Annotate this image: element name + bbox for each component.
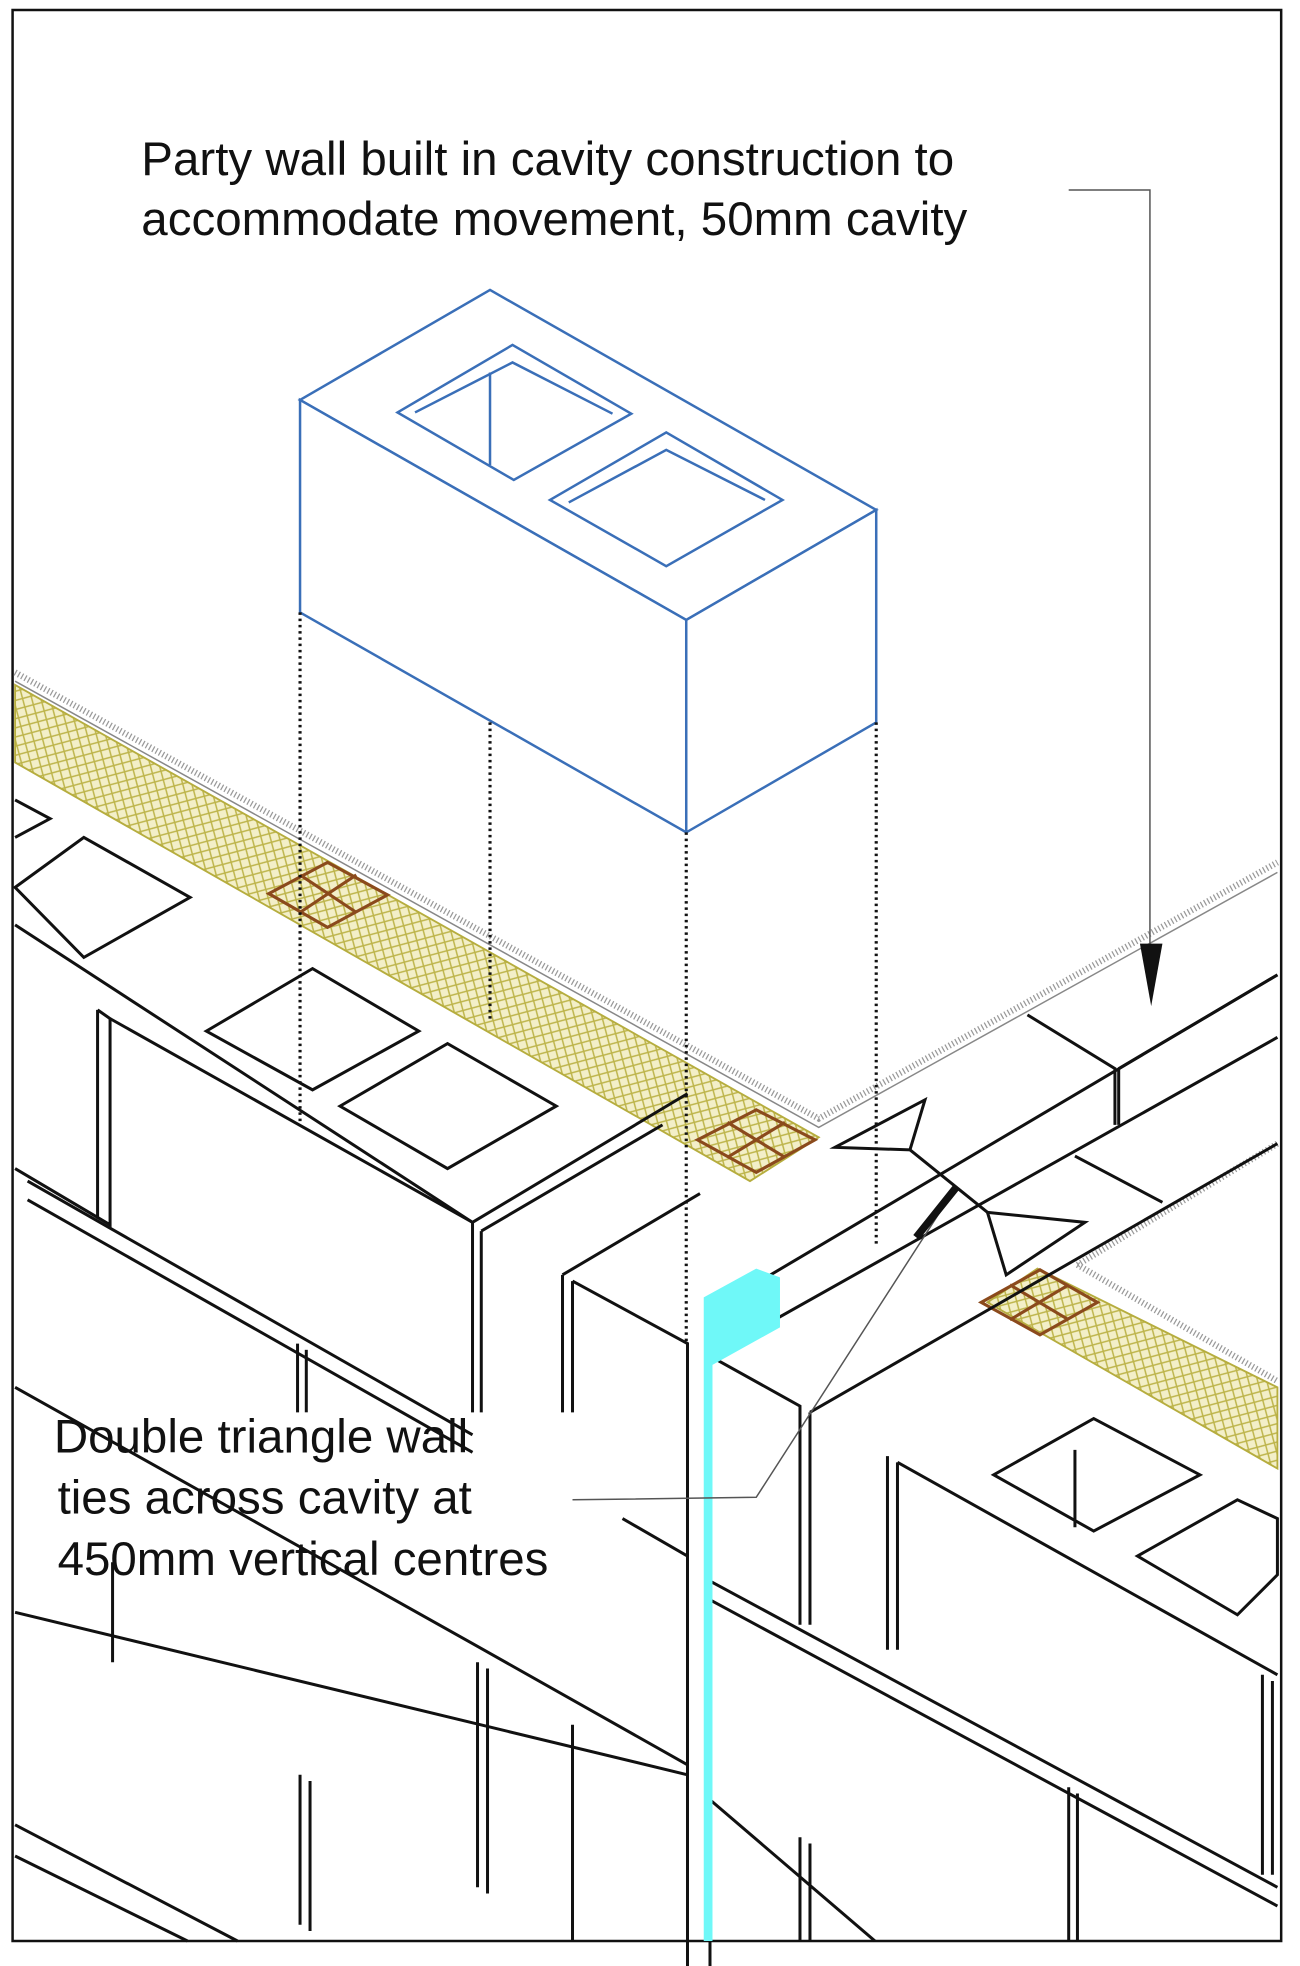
left-insulation — [13, 669, 1279, 1183]
frame-border — [11, 8, 1283, 1943]
blockwork-walls — [12, 798, 1279, 1966]
double-triangle-wall-tie — [829, 1096, 1090, 1278]
arrow-down-icon — [1139, 943, 1163, 1007]
cavity-strip — [703, 1268, 780, 1942]
tie-cross-markers — [265, 860, 1101, 1337]
wall-ties-label-line3: 450mm vertical centres — [58, 1533, 549, 1586]
wall-ties-label-line1: Double triangle wall — [54, 1410, 468, 1463]
party-wall-leader — [1068, 189, 1163, 1007]
alignment-dotted-lines — [298, 612, 878, 1344]
wall-tie-leader — [572, 1185, 960, 1501]
concrete-block — [297, 288, 879, 835]
party-wall-label-line1: Party wall built in cavity construction … — [141, 133, 954, 186]
arrow-up-icon — [913, 1185, 960, 1240]
party-wall-label-line2: accommodate movement, 50mm cavity — [141, 193, 967, 246]
wall-ties-label-line2: ties across cavity at — [58, 1472, 472, 1525]
